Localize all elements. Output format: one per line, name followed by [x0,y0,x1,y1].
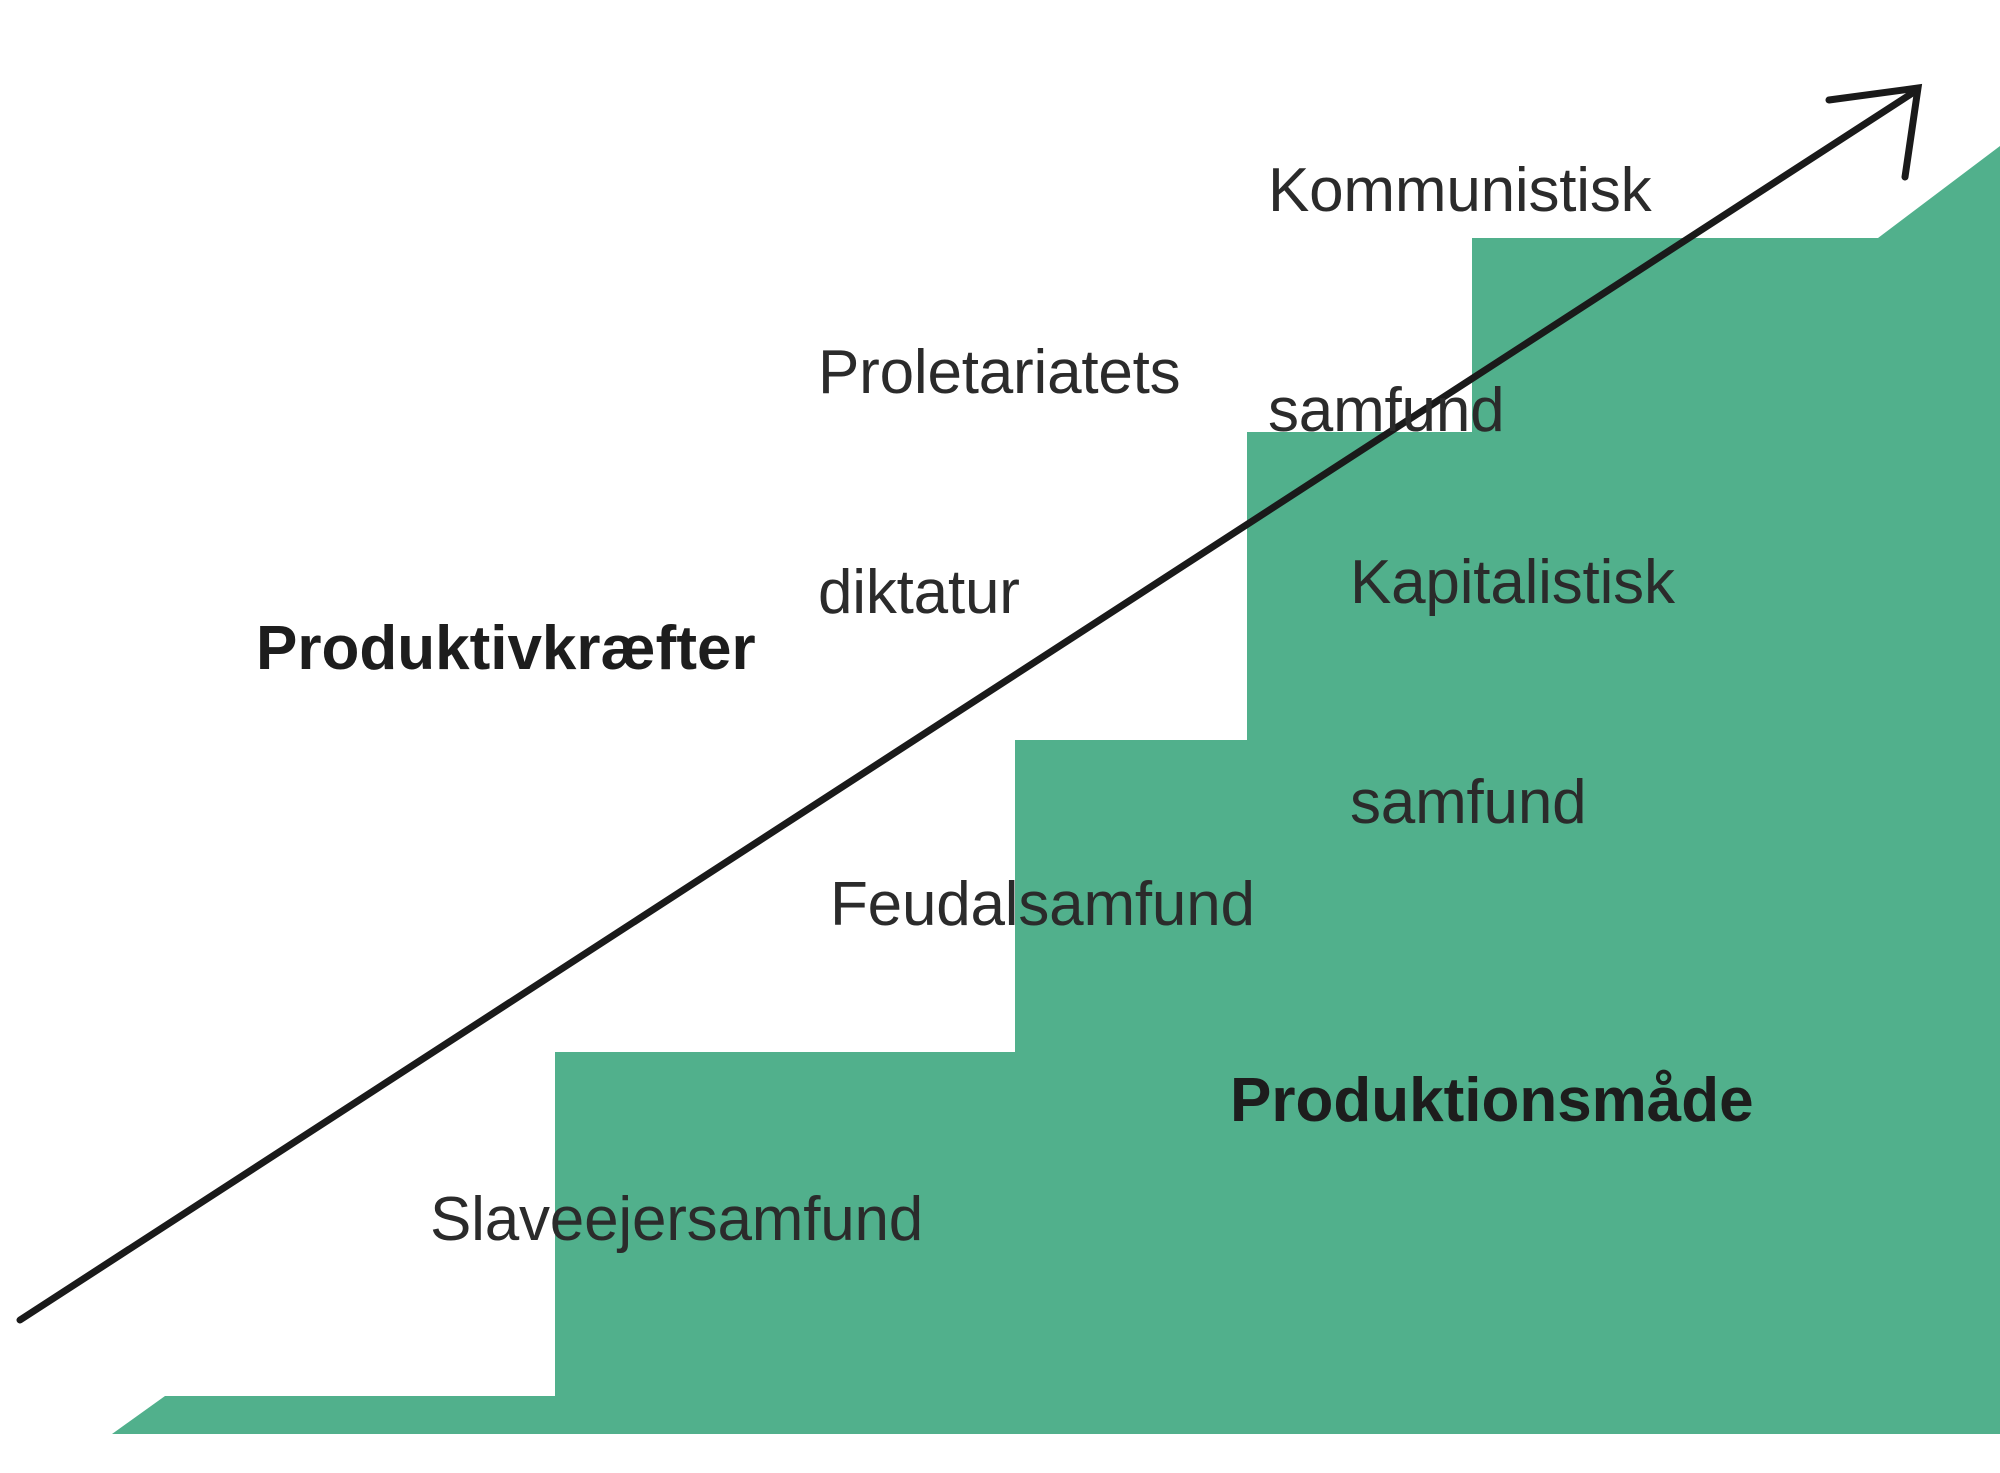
growth-arrow-shaft [16,90,1915,1324]
label-kommunistisk-line1: Kommunistisk [1268,156,1652,226]
label-kapitalistisk-line2: samfund [1350,767,1587,837]
label-kapitalistisk-line1: Kapitalistisk [1350,548,1675,618]
staircase-shape [112,146,2000,1434]
label-produktivkraefter: Produktivkræfter [256,614,756,683]
label-kommunistisk-line2: samfund [1268,375,1505,445]
label-proletariatets-line1: Proletariatets [818,338,1181,408]
label-kapitalistisk-samfund: Kapitalistisk samfund [1350,400,1675,985]
growth-arrow-head [1825,83,1923,181]
growth-arrow [16,83,1923,1324]
label-proletariatets-line2: diktatur [818,557,1020,627]
label-slaveejersamfund: Slaveejersamfund [430,1185,924,1254]
label-proletariatets-diktatur: Proletariatets diktatur [818,190,1181,775]
label-produktionsmaade: Produktionsmåde [1230,1066,1754,1135]
label-feudalsamfund: Feudalsamfund [830,870,1255,939]
label-kommunistisk-samfund: Kommunistisk samfund [1268,8,1652,593]
